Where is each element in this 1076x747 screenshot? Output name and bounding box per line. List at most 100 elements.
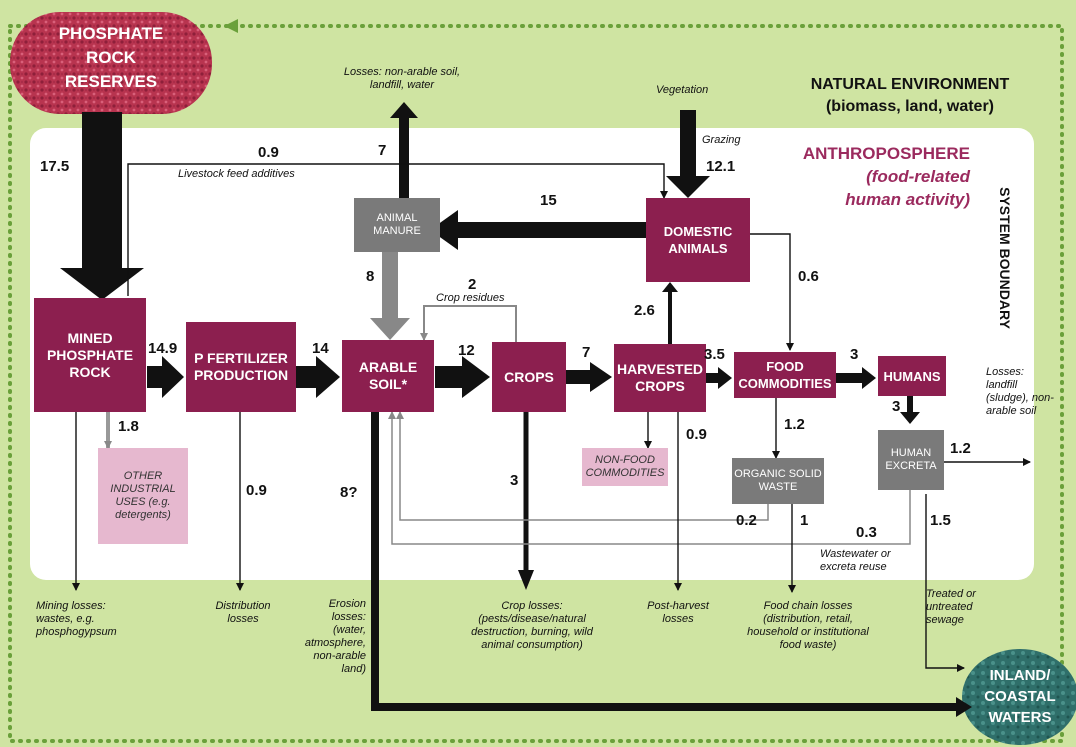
animal-manure-box: ANIMAL MANURE bbox=[354, 198, 440, 252]
domestic-animals-box: DOMESTIC ANIMALS bbox=[646, 198, 750, 282]
flow-value-8: 8 bbox=[366, 268, 375, 285]
flow-value-14-9: 14.9 bbox=[148, 340, 178, 357]
flow-value-12: 12 bbox=[458, 342, 475, 359]
flow-value-1: 1 bbox=[800, 512, 809, 529]
system-boundary-line bbox=[8, 24, 1064, 743]
grey-flows bbox=[104, 252, 911, 545]
flow-value-2: 2 bbox=[468, 276, 477, 293]
flow-excreta-waters bbox=[925, 494, 965, 672]
flow-harvested-domestic bbox=[662, 282, 678, 344]
flow-value-7-top: 7 bbox=[378, 142, 387, 159]
crop-losses-label: Crop losses: (pests/disease/natural dest… bbox=[471, 600, 593, 651]
humans-box: HUMANS bbox=[878, 356, 946, 396]
food-chain-losses-label: Food chain losses (distribution, retail,… bbox=[747, 600, 869, 651]
crops-box: CROPS bbox=[492, 342, 566, 412]
flow-fert-soil bbox=[296, 356, 340, 398]
flow-value-0-3: 0.3 bbox=[856, 524, 877, 541]
flow-value-8-q: 8? bbox=[340, 484, 358, 501]
flow-value-14: 14 bbox=[312, 340, 329, 357]
losses-right-label: Losses: landfill (sludge), non-arable so… bbox=[986, 366, 1054, 417]
flow-food-humans bbox=[836, 367, 876, 389]
flow-value-3-crops: 3 bbox=[510, 472, 519, 489]
vegetation-label: Vegetation bbox=[656, 84, 709, 96]
flow-harvested-food bbox=[706, 367, 732, 389]
flow-value-1-2-organic: 1.2 bbox=[784, 416, 805, 433]
post-harvest-losses-label: Post-harvest losses bbox=[647, 600, 709, 625]
reserves-line3: RESERVES bbox=[64, 72, 158, 91]
system-boundary-label: SYSTEM BOUNDARY bbox=[997, 187, 1013, 329]
flow-value-0-9-harvested: 0.9 bbox=[686, 426, 707, 443]
flow-mined-fert bbox=[147, 356, 184, 398]
inland-coastal-waters-shape bbox=[962, 649, 1076, 745]
grazing-label: Grazing bbox=[702, 134, 741, 146]
flow-crop-residues bbox=[420, 305, 517, 342]
anthroposphere-title-line2: (food-related bbox=[866, 167, 970, 186]
flow-soil-crops bbox=[435, 356, 490, 398]
livestock-feed-label: Livestock feed additives bbox=[178, 168, 295, 180]
flow-manure-soil bbox=[370, 252, 410, 340]
flow-livestock-feed bbox=[127, 163, 668, 296]
flow-value-12-1: 12.1 bbox=[706, 158, 736, 175]
flow-value-3-excreta: 3 bbox=[892, 398, 901, 415]
human-excreta-box: HUMAN EXCRETA bbox=[878, 430, 944, 490]
waters-line2: COASTAL bbox=[984, 688, 1056, 705]
flow-excreta-soil bbox=[388, 411, 911, 545]
flow-value-0-9-fert: 0.9 bbox=[246, 482, 267, 499]
organic-solid-waste-box: ORGANIC SOLID WASTE bbox=[732, 458, 824, 504]
flow-manure-losses bbox=[390, 102, 418, 198]
inland-coastal-waters-label: INLAND/ COASTAL WATERS bbox=[970, 665, 1070, 728]
phosphate-rock-reserves-shape bbox=[10, 12, 212, 114]
other-industrial-uses-box: OTHER INDUSTRIAL USES (e.g. detergents) bbox=[98, 448, 188, 544]
mined-phosphate-rock-box: MINED PHOSPHATE ROCK bbox=[34, 298, 146, 412]
thick-flows bbox=[60, 102, 972, 717]
anthroposphere-title-line3: human activity) bbox=[845, 190, 970, 209]
flow-humans-excreta bbox=[900, 396, 920, 424]
natural-environment-title: NATURAL ENVIRONMENT (biomass, land, wate… bbox=[780, 74, 1040, 118]
flow-value-0-2: 0.2 bbox=[736, 512, 757, 529]
crop-residues-label: Crop residues bbox=[436, 292, 505, 304]
flow-value-1-8: 1.8 bbox=[118, 418, 139, 435]
natural-environment-title-line1: NATURAL ENVIRONMENT bbox=[810, 76, 1010, 93]
flow-value-7-harvested: 7 bbox=[582, 344, 591, 361]
flow-erosion-waters bbox=[371, 412, 956, 711]
waters-line3: WATERS bbox=[988, 709, 1052, 726]
losses-top-label: Losses: non-arable soil, landfill, water bbox=[343, 66, 461, 91]
flow-vegetation-domestic bbox=[666, 110, 710, 198]
flow-value-15: 15 bbox=[540, 192, 557, 209]
phosphate-rock-reserves-label: PHOSPHATE ROCK RESERVES bbox=[28, 22, 194, 94]
waters-line1: INLAND/ bbox=[989, 667, 1051, 684]
mining-losses-label: Mining losses: wastes, e.g. phosphogypsu… bbox=[36, 600, 117, 638]
flow-value-3-humans: 3 bbox=[850, 346, 859, 363]
non-food-commodities-box: NON-FOOD COMMODITIES bbox=[582, 448, 668, 486]
flow-value-3-5: 3.5 bbox=[704, 346, 725, 363]
erosion-losses-label: Erosion losses: (water, atmosphere, non-… bbox=[304, 598, 366, 675]
flow-erosion-head bbox=[956, 697, 972, 717]
p-fertilizer-production-box: P FERTILIZER PRODUCTION bbox=[186, 322, 296, 412]
anthroposphere-title-line1: ANTHROPOSPHERE bbox=[802, 144, 970, 163]
flow-crops-harvested bbox=[566, 362, 612, 392]
flow-crops-losses-head bbox=[518, 570, 534, 590]
natural-environment-title-line2: (biomass, land, water) bbox=[825, 98, 995, 115]
flow-organic-soil bbox=[396, 411, 769, 521]
flow-value-17-5: 17.5 bbox=[40, 158, 70, 175]
reserves-line1: PHOSPHATE bbox=[58, 24, 164, 43]
flow-domestic-manure bbox=[430, 210, 646, 250]
flow-value-1-5: 1.5 bbox=[930, 512, 951, 529]
boundary-arrowhead bbox=[224, 19, 238, 33]
flow-value-0-9-top: 0.9 bbox=[258, 144, 279, 161]
wastewater-label: Wastewater or excreta reuse bbox=[820, 548, 891, 573]
treated-sewage-label: Treated or untreated sewage bbox=[926, 588, 976, 626]
harvested-crops-box: HARVESTED CROPS bbox=[614, 344, 706, 412]
flow-value-0-6: 0.6 bbox=[798, 268, 819, 285]
arable-soil-box: ARABLE SOIL* bbox=[342, 340, 434, 412]
flow-domestic-food bbox=[750, 233, 794, 351]
thin-flows bbox=[72, 163, 1031, 672]
flow-reserves-mined bbox=[60, 112, 144, 300]
distribution-losses-label: Distribution losses bbox=[215, 600, 271, 625]
flow-value-2-6: 2.6 bbox=[634, 302, 655, 319]
anthroposphere-title: ANTHROPOSPHERE (food-related human activ… bbox=[780, 142, 970, 211]
reserves-line2: ROCK bbox=[85, 48, 137, 67]
flow-value-1-2-excreta: 1.2 bbox=[950, 440, 971, 457]
food-commodities-box: FOOD COMMODITIES bbox=[734, 352, 836, 398]
